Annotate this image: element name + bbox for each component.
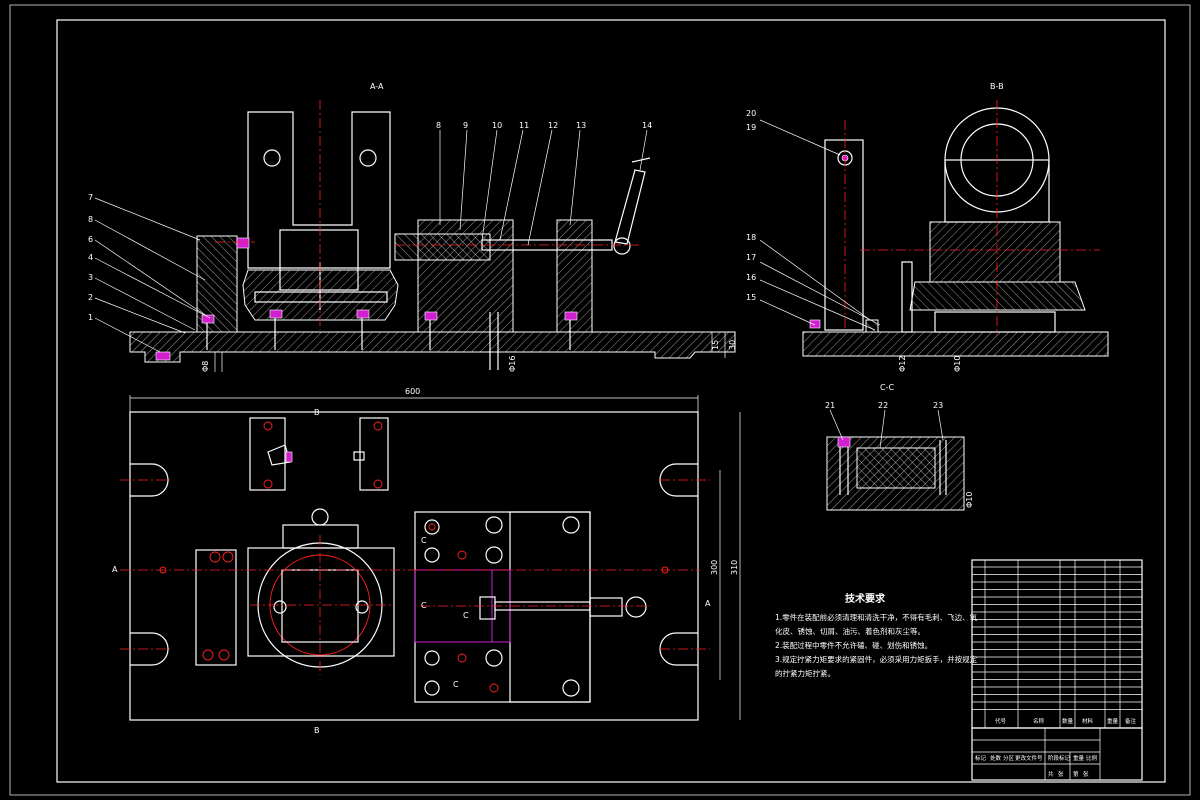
section-marker-c-3: C [463,611,469,620]
part-number-23: 23 [933,401,943,410]
part-number-8: 8 [88,215,93,224]
tb-label-count: 处数 [990,754,1002,762]
front-section-view: A-A [88,82,737,372]
section-label-cc: C-C [880,383,894,392]
inner-border [56,19,1166,783]
tb-label-stage: 阶段标记 [1048,754,1071,762]
dim-h-15: 15 [711,340,720,350]
notes-title: 技术要求 [845,592,886,605]
title-block: 代号 名称 数量 材料 重量 备注 标记 处数 分区 更改文件号 阶段标记 重量… [971,559,1143,781]
part-number-top-9: 9 [463,121,468,130]
part-number-top-10: 10 [492,121,502,130]
section-marker-a-left: A [112,565,118,574]
part-number-6: 6 [88,235,93,244]
outer-border [9,4,1191,796]
dim-dia-8: Φ8 [201,361,210,372]
section-label-aa: A-A [370,82,384,91]
part-number-22: 22 [878,401,888,410]
dim-dia-12: Φ12 [898,356,907,372]
bom-header-material: 材料 [1082,717,1094,725]
part-number-top-13: 13 [576,121,586,130]
part-number-16: 16 [746,273,756,282]
note-line-2: 化皮、锈蚀、切屑、油污、着色剂和灰尘等。 [775,626,925,636]
tb-label-mark: 标记 [975,754,987,762]
tb-label-sheet-no-unit: 张 [1083,770,1089,778]
section-marker-b-bottom: B [314,726,320,735]
part-number-2: 2 [88,293,93,302]
part-number-21: 21 [825,401,835,410]
part-number-top-14: 14 [642,121,652,130]
dim-overall-width: 600 [405,387,420,396]
section-marker-c-2: C [421,601,427,610]
bom-header-code: 代号 [995,717,1007,725]
tb-label-change: 更改文件号 [1015,754,1043,762]
dim-h-30: 30 [728,340,737,350]
section-label-bb: B-B [990,82,1004,91]
dim-height-310: 310 [730,560,739,575]
bom-header-remark: 备注 [1125,717,1137,725]
plan-view: 600 300 310 [112,387,741,735]
part-number-top-8: 8 [436,121,441,130]
part-number-19: 19 [746,123,756,132]
tb-label-weight: 重量 [1073,754,1085,762]
part-number-18: 18 [746,233,756,242]
tb-label-sheet-total-unit: 张 [1058,770,1064,778]
part-number-17: 17 [746,253,756,262]
tb-label-sheet-no: 第 [1073,770,1079,778]
tb-label-zone: 分区 [1003,754,1015,762]
tb-label-sheet-total: 共 [1048,770,1054,778]
dim-height-300: 300 [710,560,719,575]
note-line-5: 的拧紧力矩拧紧。 [775,668,835,678]
side-section-view: B-B 20 19 18 17 16 15 Φ12 [746,82,1109,372]
part-number-top-11: 11 [519,121,529,130]
part-number-top-12: 12 [548,121,558,130]
cc-section-view: C-C 21 22 23 Φ10 [825,383,974,511]
note-line-1: 1.零件在装配前必须清理和清洗干净，不得有毛刺、飞边、氧 [775,612,978,622]
bom-header-name: 名称 [1033,717,1045,725]
dim-dia-16: Φ16 [508,356,517,372]
bom-header-weight: 重量 [1107,717,1119,725]
dim-dia-10-cc: Φ10 [965,492,974,508]
section-marker-c-4: C [453,680,459,689]
section-marker-b-top: B [314,408,320,417]
dim-dia-10: Φ10 [953,356,962,372]
technical-notes: 技术要求 1.零件在装配前必须清理和清洗干净，不得有毛刺、飞边、氧 化皮、锈蚀、… [775,592,978,678]
note-line-4: 3.规定拧紧力矩要求的紧固件，必须采用力矩扳手，并按规定 [775,654,978,664]
part-number-3: 3 [88,273,93,282]
tb-label-scale: 比例 [1086,754,1098,762]
part-number-7: 7 [88,193,93,202]
part-number-1: 1 [88,313,93,322]
part-number-4: 4 [88,253,93,262]
part-number-20: 20 [746,109,756,118]
section-marker-a-right: A [705,599,711,608]
part-number-15: 15 [746,293,756,302]
section-marker-c-1: C [421,536,427,545]
note-line-3: 2.装配过程中零件不允许磕、碰、划伤和锈蚀。 [775,640,932,650]
bom-header-qty: 数量 [1062,717,1074,725]
